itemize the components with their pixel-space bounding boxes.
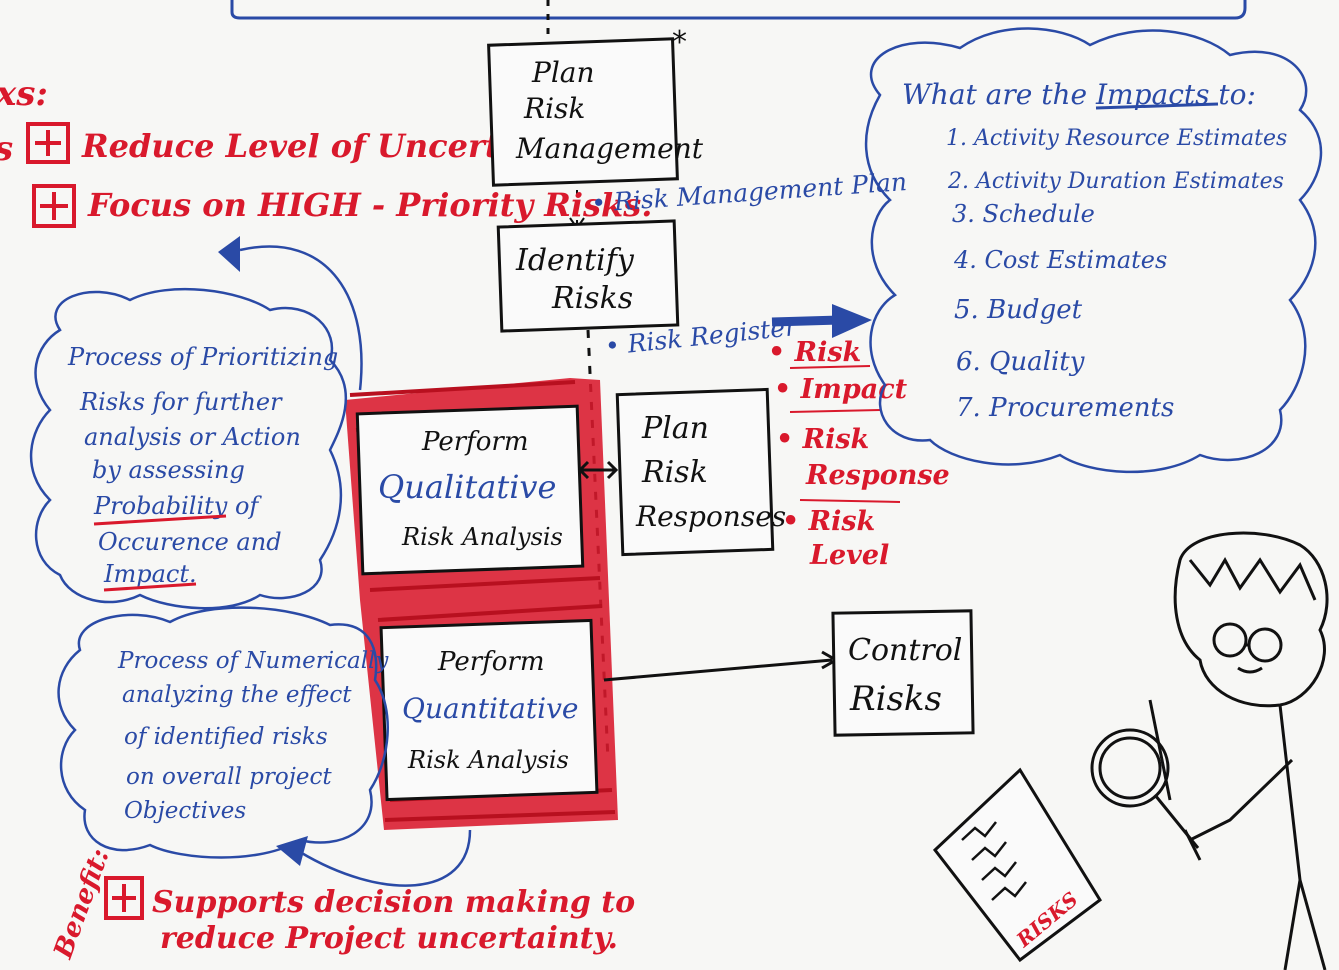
side-fragment: s	[0, 129, 13, 169]
box-line: Qualitative	[378, 468, 556, 506]
heading-fragment: xs:	[0, 74, 48, 114]
register-item: • Risk	[768, 337, 861, 368]
box-line: Management	[515, 132, 704, 165]
plus-box-icon	[104, 876, 144, 920]
box-identify-risks: Identify Risks	[496, 219, 680, 333]
register-item: • Impact	[774, 374, 908, 405]
impact-item: 1. Activity Resource Estimates	[946, 126, 1287, 151]
arrow-to-control	[603, 650, 840, 682]
box-line: Risk Analysis	[401, 523, 563, 551]
plus-box-icon	[32, 184, 76, 228]
box-line: Risks	[849, 679, 942, 719]
arrow-to-impacts	[771, 304, 872, 338]
register-item: • Risk	[782, 506, 875, 537]
register-item: Response	[805, 460, 950, 491]
benefit-text-2: Focus on HIGH - Priority Risks.	[87, 186, 652, 224]
box-line: Perform	[437, 647, 545, 677]
definition-line: analyzing the effect	[122, 682, 352, 708]
box-plan-risk-responses: Plan Risk Responses	[615, 387, 786, 557]
register-items: • Risk • Impact • Risk Response • Risk L…	[768, 337, 950, 571]
top-frame-line	[230, 0, 1247, 20]
box-line: Risk	[641, 455, 708, 490]
impact-item: 4. Cost Estimates	[953, 246, 1167, 274]
box-line: Risk Analysis	[407, 746, 569, 774]
definition-line: analysis or Action	[84, 423, 301, 451]
plus-box-icon	[26, 122, 70, 164]
benefit-line: Supports decision making to	[152, 885, 635, 920]
definition-line: Impact.	[103, 560, 197, 588]
cloud-quantitative-definition: Process of Numerically analyzing the eff…	[57, 606, 389, 859]
benefit-item-2: Focus on HIGH - Priority Risks.	[32, 184, 652, 228]
box-control-risks: Control Risks	[831, 609, 975, 737]
box-line: Risk	[523, 92, 585, 125]
impacts-title: What are the Impacts to:	[902, 78, 1256, 111]
box-plan-risk-management: Plan Risk Management *	[487, 25, 704, 187]
plus-icon	[112, 884, 136, 912]
impact-item: 2. Activity Duration Estimates	[947, 169, 1284, 194]
loop-arrows	[218, 236, 472, 887]
definition-line: Probability of	[93, 492, 262, 520]
impact-item: 7. Procurements	[956, 393, 1174, 423]
definition-line: on overall project	[126, 764, 332, 790]
bottom-benefit: Benefit: Supports decision making to red…	[48, 845, 635, 964]
definition-line: Risks for further	[79, 388, 283, 416]
benefit-line: reduce Project uncertainty.	[160, 921, 618, 956]
impact-item: 6. Quality	[956, 347, 1085, 377]
box-line: Plan	[531, 56, 595, 89]
box-perform-qualitative: Perform Qualitative Risk Analysis	[355, 404, 585, 576]
plus-icon	[35, 130, 61, 156]
box-perform-quantitative: Perform Quantitative Risk Analysis	[379, 618, 599, 802]
definition-line: Process of Prioritizing	[67, 343, 338, 371]
register-item: Level	[809, 540, 889, 571]
definition-line: Occurence and	[98, 528, 282, 556]
box-line: Perform	[421, 427, 529, 457]
register-item: • Risk	[776, 424, 869, 455]
double-arrow	[577, 460, 619, 480]
box-line: Risks	[551, 281, 633, 316]
definition-line: Process of Numerically	[117, 648, 389, 674]
box-line: Control	[848, 633, 962, 668]
definition-line: by assessing	[92, 456, 245, 484]
cloud-impacts: What are the Impacts to: 1. Activity Res…	[864, 27, 1323, 474]
definition-line: Objectives	[124, 798, 246, 824]
cloud-qualitative-definition: Process of Prioritizing Risks for furthe…	[29, 287, 348, 610]
risks-paper-illustration: RISKS	[932, 767, 1102, 963]
stick-figure-illustration	[1090, 531, 1329, 970]
box-line: Quantitative	[402, 692, 578, 725]
definition-line: of identified risks	[124, 724, 328, 750]
box-line: Plan	[641, 411, 709, 446]
asterisk-mark: *	[672, 25, 687, 60]
box-line: Responses	[635, 500, 786, 533]
box-line: Identify	[515, 243, 635, 278]
impact-item: 5. Budget	[954, 295, 1083, 325]
impact-item: 3. Schedule	[952, 200, 1095, 228]
plus-icon	[40, 192, 68, 220]
